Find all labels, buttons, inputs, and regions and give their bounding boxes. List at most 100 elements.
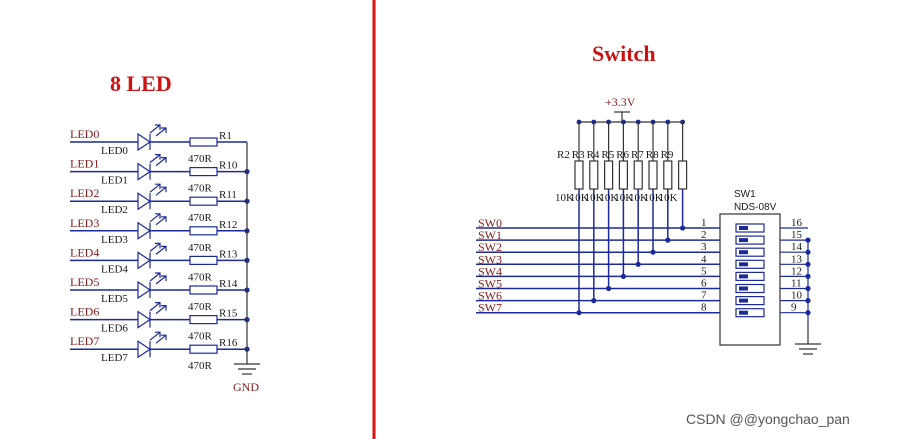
switch-pin-number: 10 [791, 290, 803, 302]
switch-pin-number: 12 [791, 265, 802, 277]
pullup-resistor-body [574, 160, 584, 190]
switch-pin-number: 9 [791, 302, 797, 314]
led-net-label: LED4 [70, 245, 99, 259]
led-net-label: LED1 [70, 157, 99, 171]
switch-pin-number: 16 [791, 217, 803, 229]
pullup-ref-label: R5 [601, 149, 614, 161]
resistor-ref-label: R14 [219, 278, 238, 290]
led-net-label: LED2 [70, 186, 99, 200]
switch-toggle [735, 259, 765, 269]
pullup-value-label: 10K [614, 192, 633, 204]
switch-section-title: Switch [592, 41, 656, 66]
supply-label: +3.3V [605, 95, 636, 109]
led-net-label: LED6 [70, 305, 99, 319]
pullup-value-label: 10K [644, 192, 663, 204]
switch-pin-number: 1 [701, 217, 707, 229]
switch-pin-number: 5 [701, 265, 707, 277]
switch-toggle-knob [739, 250, 748, 255]
pullup-resistor-body [603, 160, 614, 190]
pullup-ref-label: R7 [631, 149, 644, 161]
switch-net-label: SW7 [478, 301, 502, 315]
switch-net-label: SW6 [478, 289, 502, 303]
led-diode-icon [137, 310, 152, 329]
switch-circuit: R210KR310KR410KR510KR610KR710KR810KR910K… [476, 119, 811, 346]
switch-net-label: SW2 [478, 240, 502, 254]
switch-toggle [735, 271, 765, 281]
resistor-ref-label: R1 [219, 130, 232, 142]
switch-pin-number: 7 [701, 290, 707, 302]
switch-toggle-knob [739, 262, 748, 267]
led-diode-icon [137, 162, 152, 181]
switch-toggle [735, 283, 765, 294]
resistor-ref-label: R13 [219, 248, 238, 260]
gnd-label: GND [233, 380, 259, 394]
pullup-value-label: 10K [599, 192, 618, 204]
led-diode-icon [137, 132, 152, 152]
switch-toggle [735, 223, 765, 233]
led-emit-arrow-icon [149, 272, 161, 282]
led-emit-arrow-icon [149, 242, 161, 252]
switch-toggle [735, 247, 765, 257]
switch-pin-number: 15 [791, 229, 803, 241]
pullup-ref-label: R2 [557, 149, 570, 161]
led-emit-arrow-icon [149, 302, 161, 312]
led-emit-arrow-icon [149, 331, 161, 341]
switch-net-label: SW1 [478, 228, 502, 242]
led-net-label: LED3 [70, 216, 99, 230]
resistor-body [189, 285, 218, 295]
pullup-value-label: 10K [585, 192, 604, 204]
switch-net-label: SW4 [478, 264, 502, 278]
switch-pin-number: 6 [701, 278, 707, 290]
led-emit-arrow-icon [155, 216, 167, 226]
led-ref-label: LED3 [101, 234, 128, 246]
pullup-ref-label: R8 [646, 149, 659, 161]
resistor-body [189, 315, 218, 325]
resistor-value-label: 470R [188, 271, 213, 283]
pullup-resistor-body [663, 160, 673, 190]
resistor-ref-label: R12 [219, 219, 237, 231]
switch-net-label: SW5 [478, 277, 502, 291]
led-emit-arrow-icon [155, 245, 167, 255]
switch-toggle-knob [739, 226, 748, 230]
led-ref-label: LED4 [101, 263, 128, 275]
switch-net-label: SW0 [478, 216, 502, 230]
resistor-ref-label: R11 [219, 189, 237, 201]
switch-toggle [735, 296, 765, 306]
pullup-value-label: 10K [570, 192, 589, 204]
resistor-value-label: 470R [188, 301, 213, 313]
led-diode-icon [137, 280, 152, 300]
switch-pin-number: 4 [701, 253, 707, 265]
led-emit-arrow-icon [149, 213, 161, 223]
resistor-value-label: 470R [188, 331, 213, 343]
led-ref-label: LED7 [101, 352, 128, 364]
resistor-value-label: 470R [188, 153, 213, 165]
pullup-value-label: 10K [659, 192, 678, 204]
switch-pin-number: 2 [701, 229, 707, 241]
led-diode-icon [137, 221, 152, 240]
pullup-resistor-body [618, 160, 629, 190]
pullup-ref-label: R6 [616, 149, 629, 161]
resistor-ref-label: R15 [219, 308, 238, 320]
led-section-title: 8 LED [110, 71, 172, 96]
switch-toggle-knob [739, 298, 748, 303]
resistor-value-label: 470R [188, 242, 213, 254]
led-ref-label: LED6 [101, 323, 128, 335]
ground-symbol-right [795, 325, 821, 355]
led-emit-arrow-icon [155, 275, 167, 285]
led-emit-arrow-icon [155, 186, 167, 196]
led-emit-arrow-icon [155, 334, 167, 344]
pullup-resistor-body [589, 160, 599, 190]
switch-pin-number: 14 [791, 241, 803, 253]
switch-toggle [735, 308, 765, 318]
switch-toggle-knob [739, 310, 748, 315]
resistor-ref-label: R16 [219, 337, 238, 349]
resistor-ref-label: R10 [219, 160, 238, 172]
resistor-value-label: 470R [188, 360, 213, 372]
resistor-body [189, 255, 218, 265]
pullup-value-label: 10K [555, 192, 574, 204]
ground-symbol-left [234, 345, 260, 375]
led-net-label: LED7 [70, 334, 99, 348]
dip-switch-body [719, 213, 781, 346]
switch-toggle-knob [739, 238, 748, 243]
led-emit-arrow-icon [155, 157, 167, 167]
